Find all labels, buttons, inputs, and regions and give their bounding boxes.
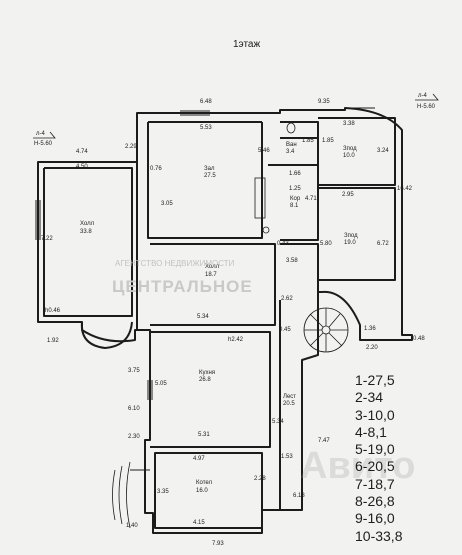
room-hall-top-name: Зал — [204, 166, 215, 172]
room-bath-name: Ван — [286, 142, 297, 148]
dim-label: 4.71 — [305, 196, 317, 202]
room-sleep1-name: Зпод — [343, 146, 357, 152]
level-marker-left — [33, 131, 56, 139]
dim-label: 3.38 — [343, 121, 355, 127]
room-hall-top-area: 27.5 — [204, 173, 216, 179]
level-marker-left-top: л-4 — [36, 131, 45, 137]
watermark-corner: Авито — [300, 445, 416, 487]
dim-label: 6.72 — [377, 241, 389, 247]
dim-label: 5.80 — [320, 241, 332, 247]
dim-label: 1.66 — [289, 171, 301, 177]
legend-item: 7-18,7 — [355, 475, 395, 492]
dim-label: 1.85 — [302, 138, 314, 144]
room-stair-name: Лест — [283, 394, 296, 400]
room-coridor-area: 8.1 — [290, 203, 299, 209]
dim-label: 7.93 — [212, 541, 224, 547]
level-marker-left-bottom: Н-5.60 — [34, 141, 53, 147]
legend-item: 10-33,8 — [355, 527, 403, 544]
room-sleep2-name: Зпод — [344, 233, 358, 239]
area-legend: 1-27,5 2-34 3-10,0 4-8,1 5-19,0 6-20,5 7… — [355, 372, 402, 545]
dim-label: 7.22 — [41, 236, 53, 242]
dim-label: h0.46 — [45, 308, 61, 314]
dim-label: 5.34 — [197, 314, 209, 320]
room-bottom-area: 16.0 — [196, 488, 208, 494]
dim-label: 2.20 — [366, 345, 378, 351]
level-marker-right — [415, 93, 439, 101]
dim-label: 0.76 — [150, 166, 162, 172]
dim-label: 3.75 — [128, 368, 140, 374]
dim-label: 4.50 — [76, 164, 88, 170]
dim-label: 0.45 — [279, 327, 291, 333]
plan-title: 1этаж — [233, 39, 260, 50]
window-marks — [35, 107, 375, 471]
dim-label: 0.48 — [413, 336, 425, 342]
room-sleep2-area: 19.0 — [344, 240, 356, 246]
dim-label: 1.85 — [322, 138, 334, 144]
dim-label: 3.35 — [157, 489, 169, 495]
dim-label: 6.10 — [128, 406, 140, 412]
level-marker-right-top: л-4 — [418, 93, 427, 99]
entrance-steps — [112, 461, 131, 529]
room-sleep1-area: 10.0 — [343, 153, 355, 159]
dim-label: 4.74 — [76, 149, 88, 155]
dim-label: 5.46 — [258, 148, 270, 154]
dim-label: 2.62 — [281, 296, 293, 302]
dim-label: 3.24 — [377, 148, 389, 154]
dim-label: 2.30 — [128, 434, 140, 440]
legend-item: 9-16,0 — [355, 510, 395, 527]
room-entrance-area: 18.7 — [205, 272, 217, 278]
legend-item: 4-8,1 — [355, 423, 387, 440]
room-hall-left-area: 33.8 — [80, 229, 92, 235]
dim-label: 5.34 — [272, 419, 284, 425]
dimension-labels: 6.48 9.35 5.53 3.38 2.29 4.74 4.50 7.22 … — [41, 99, 425, 547]
dim-label: 5.05 — [155, 381, 167, 387]
dim-label: 4.97 — [193, 456, 205, 462]
dim-label: 1.53 — [281, 454, 293, 460]
room-kitchen-area: 26.8 — [199, 377, 211, 383]
level-marker-right-bottom: Н-5.60 — [417, 104, 436, 110]
watermark-top: АГЕНТСТВО НЕДВИЖИМОСТИ — [115, 259, 235, 268]
room-coridor-name: Кор — [290, 196, 301, 202]
dim-label: 6.48 — [200, 99, 212, 105]
legend-item: 8-26,8 — [355, 493, 395, 510]
bath-fixtures — [254, 122, 296, 234]
dim-label: 3.58 — [286, 258, 298, 264]
dim-label: 16.42 — [397, 186, 413, 192]
room-bottom-name: Котел — [196, 480, 213, 486]
dim-label: 1.36 — [364, 326, 376, 332]
legend-item: 1-27,5 — [355, 372, 395, 388]
room-stair-area: 20.5 — [283, 401, 295, 407]
dim-label: 5.53 — [200, 125, 212, 131]
legend-item: 2-34 — [355, 389, 384, 406]
legend-item: 5-19,0 — [355, 441, 395, 458]
room-bath-area: 3.4 — [286, 149, 295, 155]
dim-label: 2.29 — [125, 144, 137, 150]
watermark-main: ЦЕНТРАЛЬНОЕ — [112, 277, 253, 296]
room-kitchen-name: Кухня — [199, 370, 215, 376]
dim-label: 7.47 — [318, 438, 330, 444]
dim-label: 4.15 — [193, 520, 205, 526]
dim-label: 1.25 — [289, 186, 301, 192]
legend-item: 6-20,5 — [355, 458, 395, 475]
dim-label: 3.05 — [161, 201, 173, 207]
dim-label: 1.92 — [47, 338, 59, 344]
room-entrance-name: Холл — [205, 264, 220, 270]
spiral-stair — [303, 307, 349, 353]
walls — [37, 107, 413, 534]
dim-label: 9.35 — [318, 99, 330, 105]
legend-item: 3-10,0 — [355, 406, 395, 423]
dim-label: 6.18 — [293, 493, 305, 499]
dim-label: 2.95 — [342, 192, 354, 198]
dim-label: 5.31 — [198, 432, 210, 438]
dim-label: 1.40 — [126, 523, 138, 529]
dim-label: h2.42 — [228, 337, 244, 343]
dim-label: 2.28 — [254, 476, 266, 482]
dim-label: 0.43 — [277, 241, 289, 247]
room-hall-left-name: Холл — [80, 221, 95, 227]
